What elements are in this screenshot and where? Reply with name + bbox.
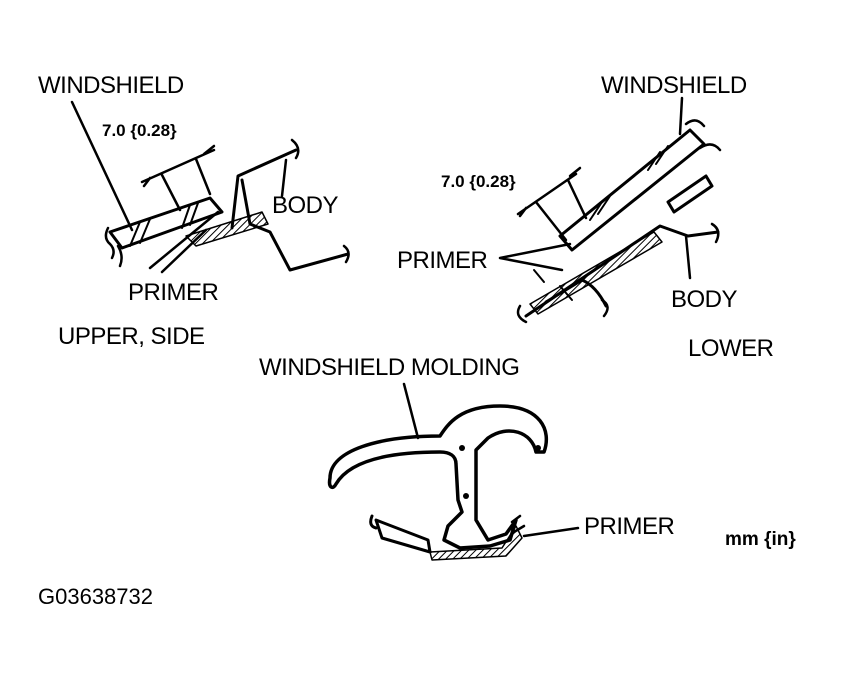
upper-primer-label: PRIMER bbox=[128, 279, 219, 306]
upper-glass-hatch bbox=[129, 202, 199, 247]
upper-body-leader bbox=[280, 158, 288, 198]
upper-body-label: BODY bbox=[272, 192, 339, 219]
upper-body-panel bbox=[230, 148, 350, 272]
lower-lip bbox=[666, 174, 714, 214]
molding-detail bbox=[327, 382, 580, 561]
units-label: mm {in} bbox=[725, 529, 796, 550]
upper-windshield-leader bbox=[70, 100, 134, 232]
upper-windshield-label: WINDSHIELD bbox=[38, 72, 184, 99]
lower-body-break bbox=[516, 222, 720, 324]
upper-dimension-lines bbox=[140, 144, 216, 212]
lower-glass-hatch bbox=[589, 145, 669, 221]
molding-dot bbox=[463, 493, 469, 499]
lower-dimension-label: 7.0 {0.28} bbox=[441, 172, 516, 191]
molding-primer-ticks bbox=[510, 514, 526, 534]
figure-code: G03638732 bbox=[38, 584, 153, 609]
lower-detail bbox=[498, 96, 722, 324]
lower-primer-label: PRIMER bbox=[397, 247, 488, 274]
lower-dimension-lines bbox=[516, 166, 588, 242]
lower-body-label: BODY bbox=[671, 286, 738, 313]
lower-windshield-leader bbox=[678, 96, 684, 136]
molding-adhesive-hatch bbox=[429, 525, 523, 561]
lower-body-leader bbox=[684, 234, 692, 280]
molding-primer-label: PRIMER bbox=[584, 513, 675, 540]
molding-leader bbox=[402, 382, 420, 440]
lower-windshield-label: WINDSHIELD bbox=[601, 72, 747, 99]
upper-dimension-label: 7.0 {0.28} bbox=[102, 121, 177, 140]
molding-profile bbox=[327, 404, 549, 550]
upper-adhesive-hatch bbox=[185, 211, 269, 247]
upper-glass-break bbox=[104, 226, 123, 268]
lower-caption: LOWER bbox=[688, 335, 774, 362]
upper-side-detail bbox=[70, 100, 350, 274]
molding-flange bbox=[369, 514, 432, 554]
upper-side-caption: UPPER, SIDE bbox=[58, 323, 205, 350]
molding-dot bbox=[535, 445, 541, 451]
molding-primer-leader bbox=[522, 526, 580, 538]
upper-windshield-glass bbox=[108, 196, 224, 250]
lower-windshield-glass bbox=[558, 128, 706, 252]
lower-glass-break bbox=[684, 119, 722, 152]
upper-body-break bbox=[290, 138, 350, 264]
molding-label: WINDSHIELD MOLDING bbox=[259, 354, 520, 381]
molding-dot bbox=[459, 445, 465, 451]
lower-primer-leaders bbox=[498, 242, 572, 272]
lower-adhesive-hatch bbox=[529, 231, 663, 315]
